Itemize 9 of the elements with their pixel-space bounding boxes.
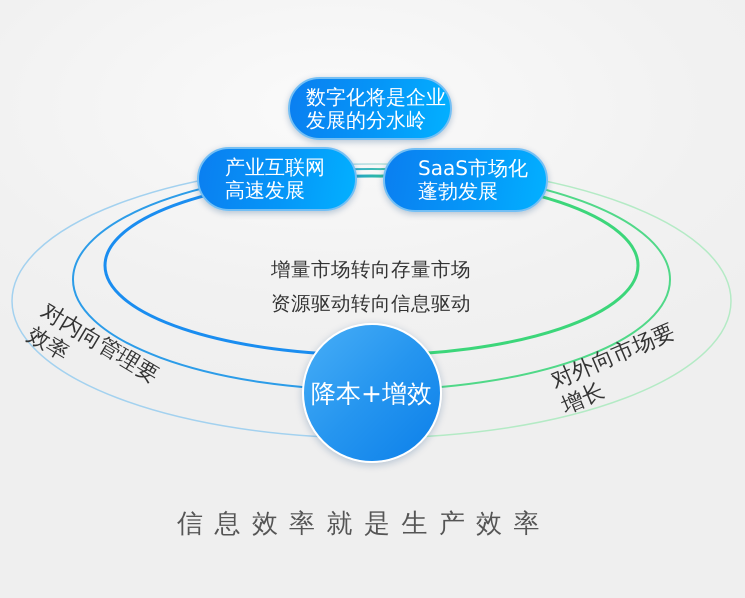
statement-text: 增量市场转向存量市场 xyxy=(271,258,471,282)
rounded-box: 产业互联网高速发展 xyxy=(197,147,357,211)
rounded-box: 数字化将是企业发展的分水岭 xyxy=(288,77,452,140)
caption: 信息效率就是生产效率 xyxy=(177,508,551,540)
rounded-box: SaaS市场化蓬勃发展 xyxy=(383,148,548,212)
circle-node: 降本+增效 xyxy=(302,323,442,463)
ring-label: 对内向管理要效率 xyxy=(22,298,164,390)
ring-label: 对外向市场要增长 xyxy=(546,318,680,420)
statement-text: 资源驱动转向信息驱动 xyxy=(271,292,471,316)
